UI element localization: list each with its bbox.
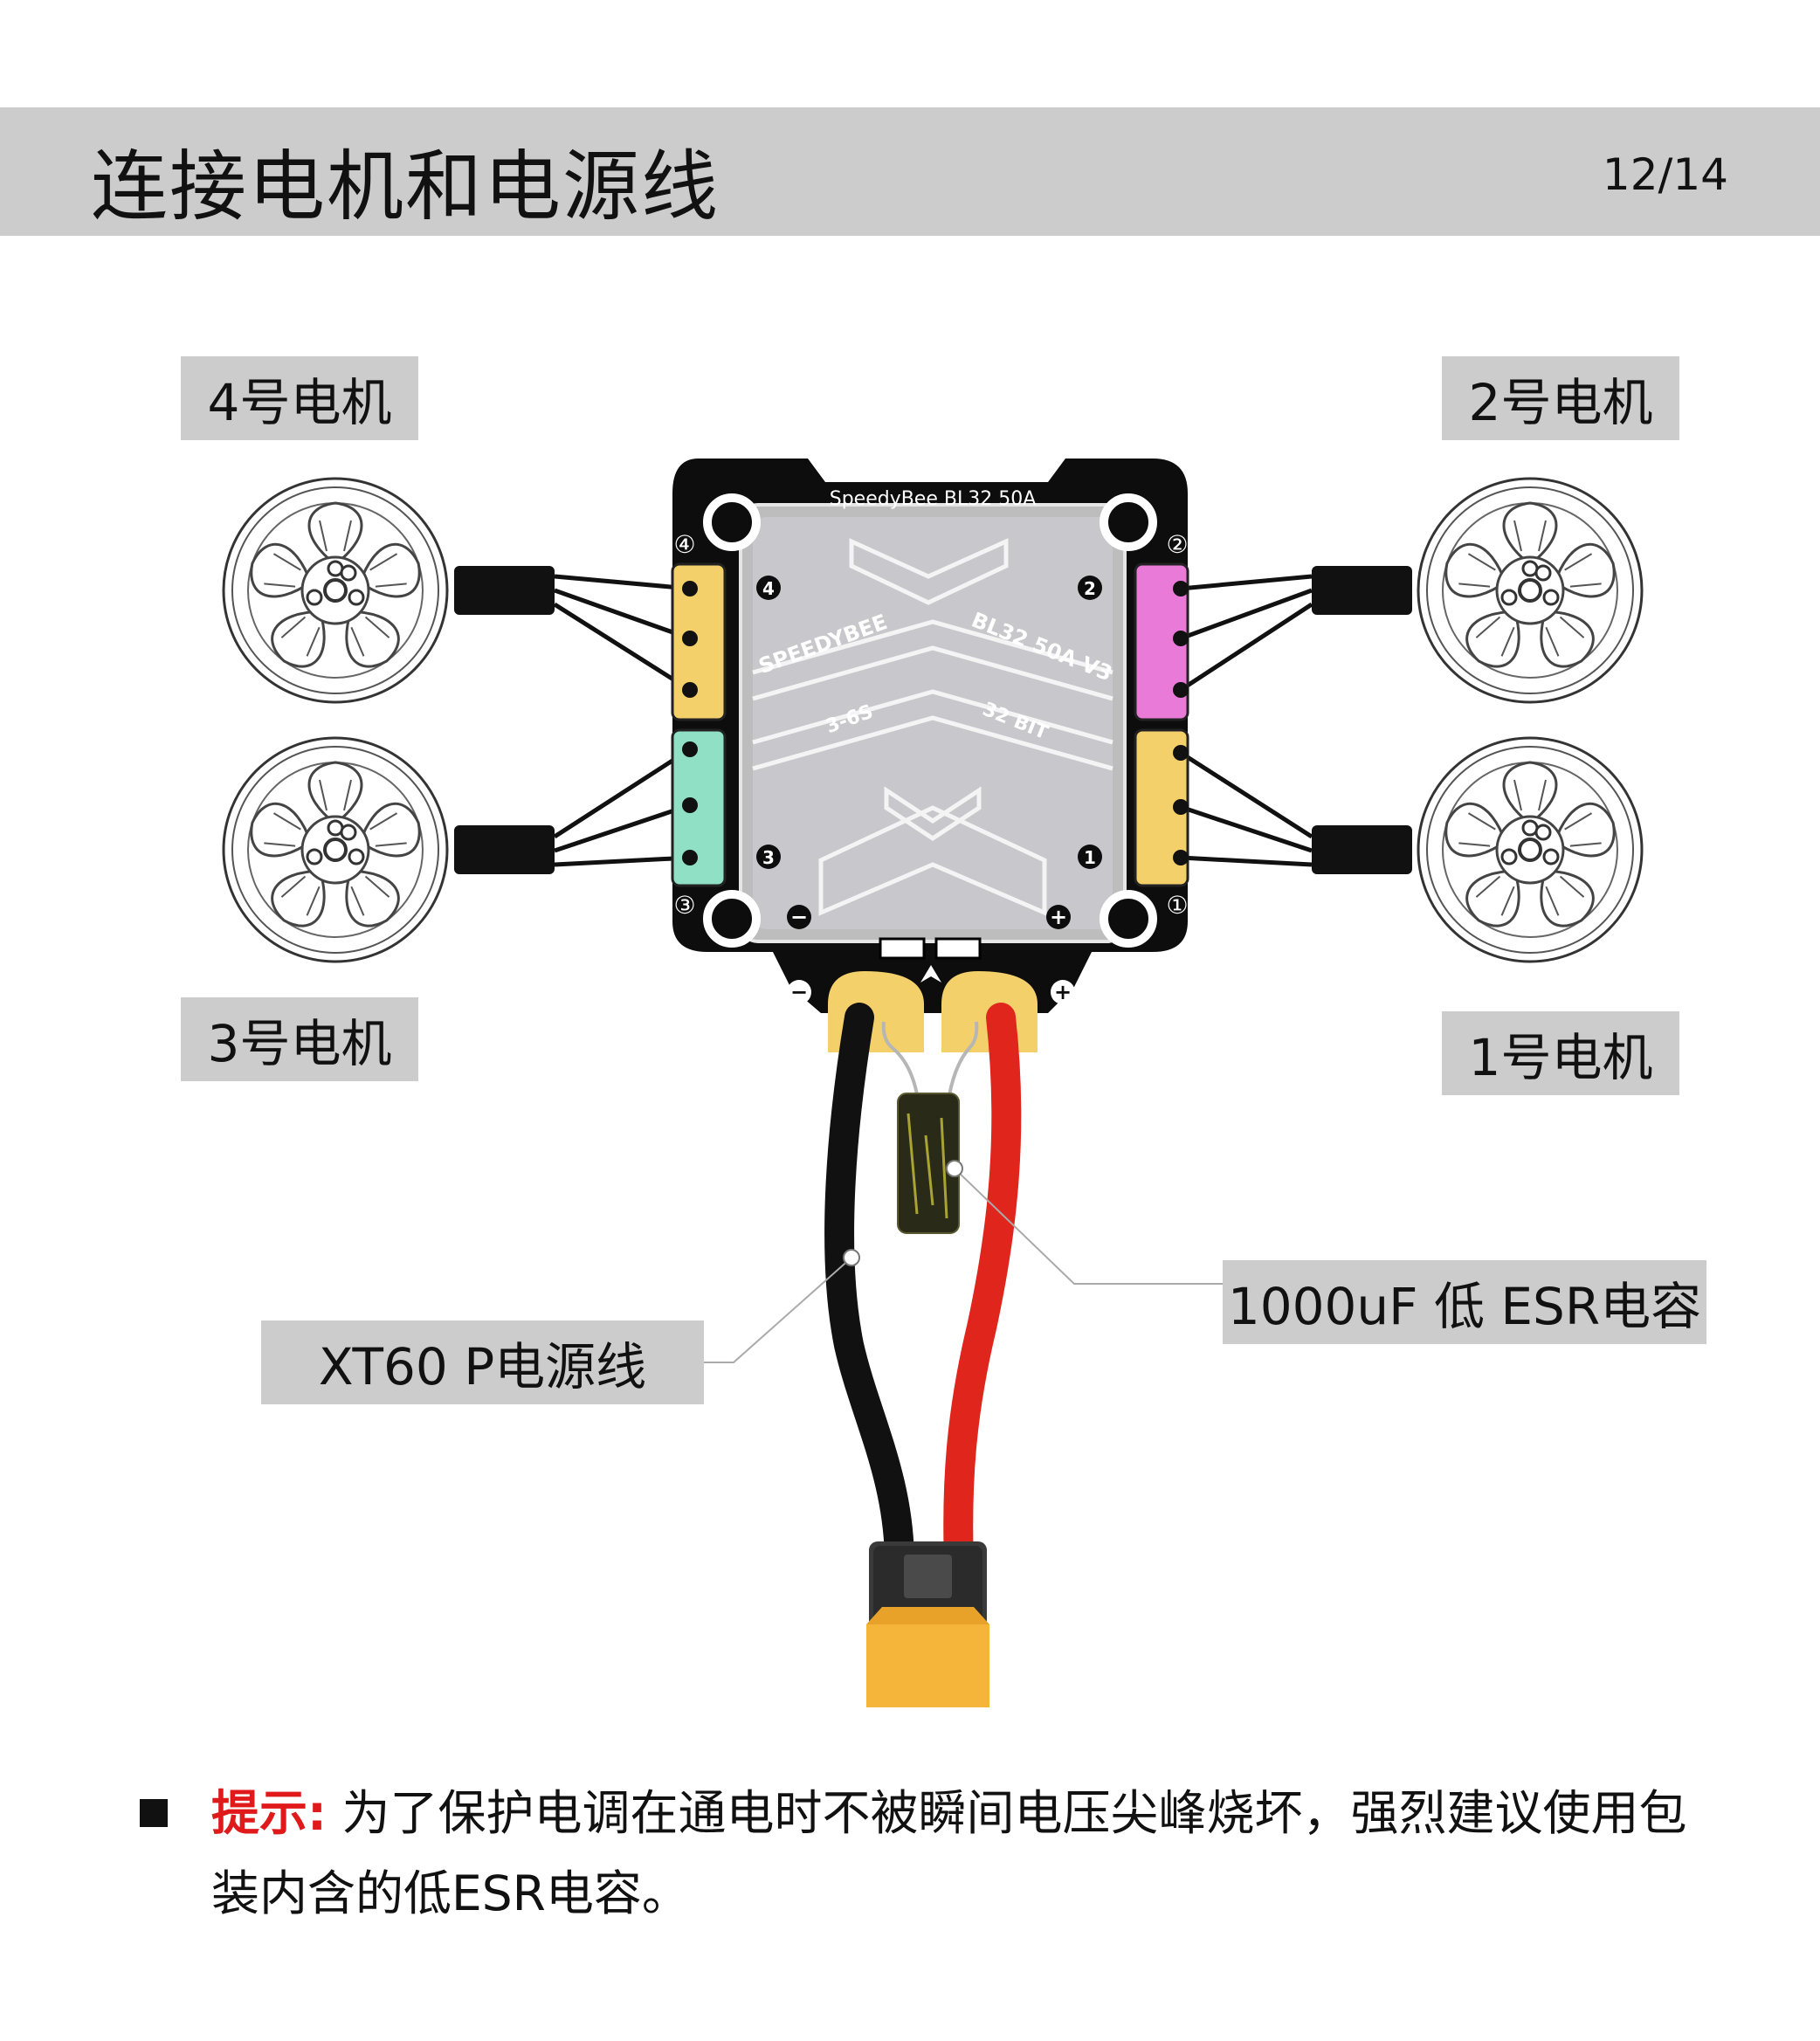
plate-number-4: 4: [762, 578, 775, 599]
motor-label-4: 4号电机: [181, 356, 418, 440]
plate-number-1: 1: [1084, 847, 1096, 868]
power-wires: [824, 1003, 1022, 1578]
pad-number-1: ①: [1166, 891, 1188, 920]
tip-block: 提示: 为了保护电调在通电时不被瞬间电压尖峰烧坏，强烈建议使用包装内含的低ESR…: [140, 1773, 1712, 1934]
tip-text: 提示: 为了保护电调在通电时不被瞬间电压尖峰烧坏，强烈建议使用包装内含的低ESR…: [211, 1773, 1712, 1934]
tip-body: 为了保护电调在通电时不被瞬间电压尖峰烧坏，强烈建议使用包装内含的低ESR电容。: [211, 1785, 1687, 1921]
motor-2: [1417, 477, 1644, 704]
motor-1: [1417, 736, 1644, 963]
motor-4: [222, 477, 449, 704]
power-plus: +: [1054, 980, 1072, 1004]
wiring-diagram: 4 2 3 1 − + ④ ② ③ ① SpeedyBee BL32 50A S…: [222, 459, 1644, 1707]
power-cable-callout: XT60 P电源线: [261, 1320, 704, 1404]
xt60-connector: [866, 1541, 989, 1707]
page-title: 连接电机和电源线: [91, 141, 720, 231]
tip-label: 提示:: [211, 1785, 327, 1841]
esc-board: 4 2 3 1 − + ④ ② ③ ① SpeedyBee BL32 50A S…: [671, 459, 1189, 1052]
capacitor-callout: 1000uF 低 ESR电容: [1223, 1260, 1706, 1344]
pad-number-2: ②: [1166, 530, 1188, 559]
callout-lines: [704, 1168, 1223, 1363]
silk-top-text: SpeedyBee BL32 50A: [830, 488, 1037, 510]
page-header: 连接电机和电源线 12/14: [0, 107, 1820, 236]
plate-minus: −: [790, 905, 808, 929]
motor-label-3: 3号电机: [181, 997, 418, 1081]
plate-number-3: 3: [762, 847, 775, 868]
phase-wires: [553, 574, 1313, 867]
power-minus: −: [790, 980, 808, 1004]
motor-3: [222, 736, 449, 963]
page-number: 12/14: [1602, 149, 1728, 200]
pad-number-4: ④: [673, 530, 695, 559]
motor-wire-stubs: [454, 566, 1412, 874]
bullet-square-icon: [140, 1799, 168, 1827]
plate-number-2: 2: [1084, 578, 1096, 599]
capacitor-leads: [881, 1021, 979, 1106]
pad-number-3: ③: [673, 891, 695, 920]
motor-label-1: 1号电机: [1442, 1011, 1679, 1095]
motor-label-2: 2号电机: [1442, 356, 1679, 440]
plate-plus: +: [1050, 905, 1067, 929]
